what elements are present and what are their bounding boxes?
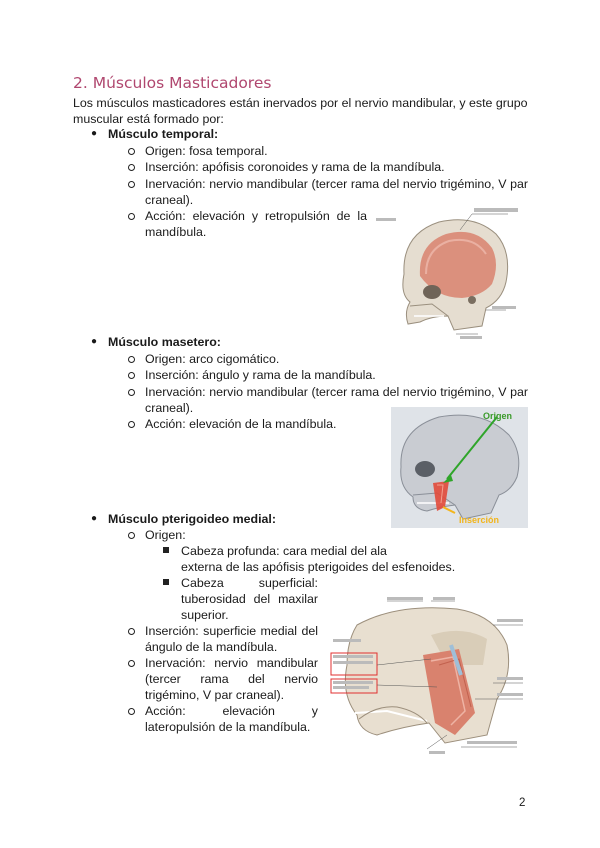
insercion-label: Inserción — [459, 515, 500, 525]
circle-bullet-icon — [128, 148, 135, 155]
circle-bullet-icon — [128, 532, 135, 539]
superficial-line-1: Cabeza superficial: — [181, 576, 318, 590]
circle-bullet-icon — [128, 181, 135, 188]
temporal-origen: Origen: fosa temporal. — [145, 144, 268, 158]
circle-bullet-icon — [128, 660, 135, 667]
circle-bullet-icon — [128, 356, 135, 363]
masetero-origen: Origen: arco cigomático. — [145, 352, 280, 366]
square-bullet-icon — [163, 579, 169, 585]
circle-bullet-icon — [128, 372, 135, 379]
circle-bullet-icon — [128, 421, 135, 428]
pterigoideo-accion-1: Acción: elevación y — [145, 704, 318, 718]
pterigoideo-inervacion-2: (tercer rama del nervio — [145, 672, 318, 686]
intro-line-2: muscular está formado por: — [73, 112, 224, 126]
pterigoideo-inervacion-3: trigémino, V par craneal). — [145, 688, 285, 702]
intro-line-1: Los músculos masticadores están inervado… — [73, 96, 528, 110]
masseter-muscle-figure: Origen Inserción — [391, 407, 528, 528]
temporal-accion-1: Acción: elevación y retropulsión de la — [145, 209, 367, 223]
origen-label: Origen — [483, 411, 513, 421]
square-bullet-icon — [163, 547, 169, 553]
temporal-accion-2: mandíbula. — [145, 225, 207, 239]
temporal-inervacion-1: Inervación: nervio mandibular (tercer ra… — [145, 177, 528, 191]
pterigoideo-accion-2: lateropulsión de la mandíbula. — [145, 720, 311, 734]
bullet-dot-icon: ● — [91, 128, 98, 139]
temporal-heading: Músculo temporal: — [108, 127, 219, 141]
temporal-muscle-figure — [374, 204, 528, 344]
bullet-dot-icon: ● — [91, 513, 98, 524]
profunda-line-2: externa de las apófisis pterigoides del … — [181, 560, 456, 574]
bullet-dot-icon: ● — [91, 336, 98, 347]
masetero-heading: Músculo masetero: — [108, 335, 221, 349]
profunda-line-1: Cabeza profunda: cara medial del ala — [181, 544, 387, 558]
circle-bullet-icon — [128, 389, 135, 396]
section-title: 2. Músculos Masticadores — [73, 74, 272, 92]
masetero-insercion: Inserción: ángulo y rama de la mandíbula… — [145, 368, 376, 382]
temporal-inervacion-2: craneal). — [145, 193, 194, 207]
pterigoideo-heading: Músculo pterigoideo medial: — [108, 512, 276, 526]
masetero-accion: Acción: elevación de la mandíbula. — [145, 417, 337, 431]
masetero-inervacion-2: craneal). — [145, 401, 194, 415]
circle-bullet-icon — [128, 708, 135, 715]
pterigoideo-insercion-1: Inserción: superficie medial del — [145, 624, 318, 638]
circle-bullet-icon — [128, 164, 135, 171]
pterigoideo-inervacion-1: Inervación: nervio mandibular — [145, 656, 318, 670]
circle-bullet-icon — [128, 213, 135, 220]
page-number: 2 — [519, 797, 526, 809]
circle-bullet-icon — [128, 628, 135, 635]
temporal-insercion: Inserción: apófisis coronoides y rama de… — [145, 160, 445, 174]
pterigoideo-insercion-2: ángulo de la mandíbula. — [145, 640, 278, 654]
superficial-line-3: superior. — [181, 608, 229, 622]
medial-pterygoid-figure — [327, 595, 528, 758]
superficial-line-2: tuberosidad del maxilar — [181, 592, 318, 606]
masetero-inervacion-1: Inervación: nervio mandibular (tercer ra… — [145, 385, 528, 399]
pterigoideo-origen: Origen: — [145, 528, 186, 542]
